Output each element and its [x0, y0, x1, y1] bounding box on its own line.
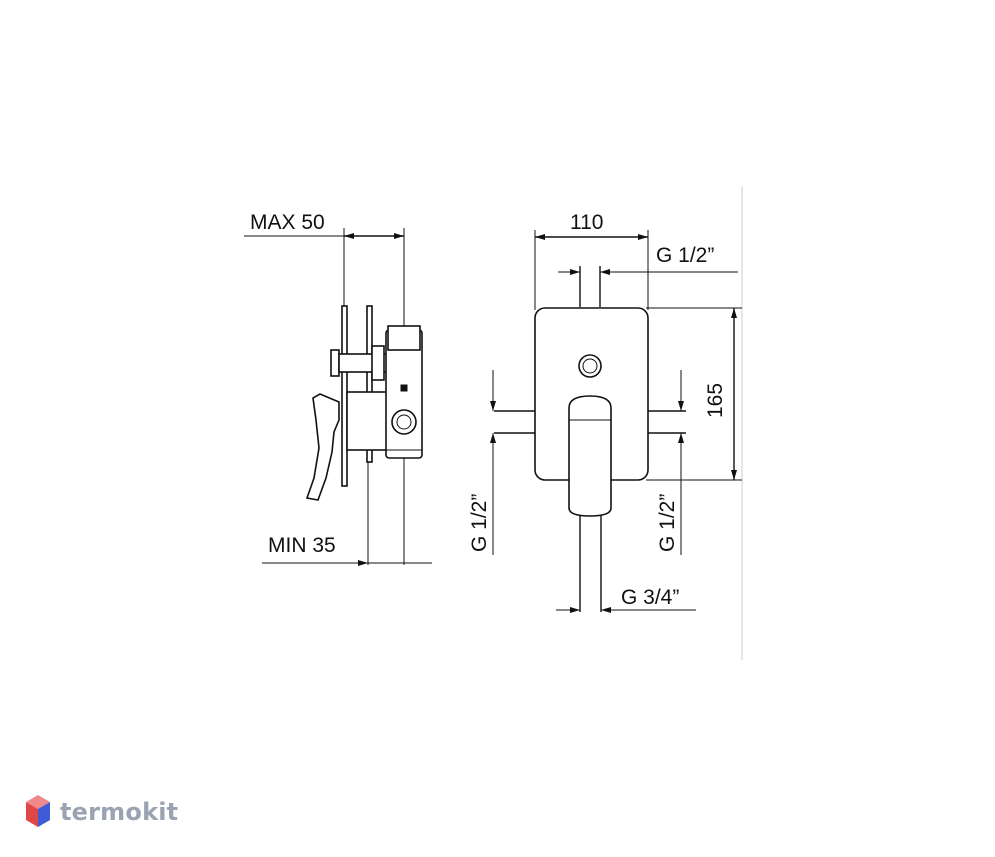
front-view: 110 G 1/2” 165 G 1/2” G 1/2”	[468, 211, 742, 613]
height-label: 165	[704, 383, 727, 418]
left-thread-label: G 1/2”	[468, 494, 491, 552]
brand-cube-icon	[26, 795, 50, 827]
width-label: 110	[570, 211, 603, 234]
diverter-button[interactable]	[578, 354, 602, 378]
top-inlet	[387, 325, 421, 351]
side-outlet-inner	[396, 414, 412, 430]
diverter-button-inner	[582, 358, 598, 374]
brand-logo: termokit	[24, 793, 178, 831]
right-thread-label: G 1/2”	[656, 494, 679, 552]
rear-plate	[366, 305, 373, 463]
brand-name: termokit	[60, 798, 179, 826]
stem-knob	[330, 349, 340, 377]
bottom-thread-label: G 3/4”	[621, 586, 679, 609]
lever-front	[568, 395, 612, 517]
lever-handle	[305, 393, 340, 501]
top-thread-label: G 1/2”	[656, 244, 714, 267]
stem-nut	[371, 345, 385, 381]
side-outlet	[391, 409, 417, 435]
min-depth-label: MIN 35	[268, 534, 336, 557]
max-depth-label: MAX 50	[250, 211, 325, 234]
side-view: MAX 50 MIN 35	[244, 211, 432, 566]
body-mark	[400, 384, 408, 392]
valve-body-front	[346, 391, 388, 451]
